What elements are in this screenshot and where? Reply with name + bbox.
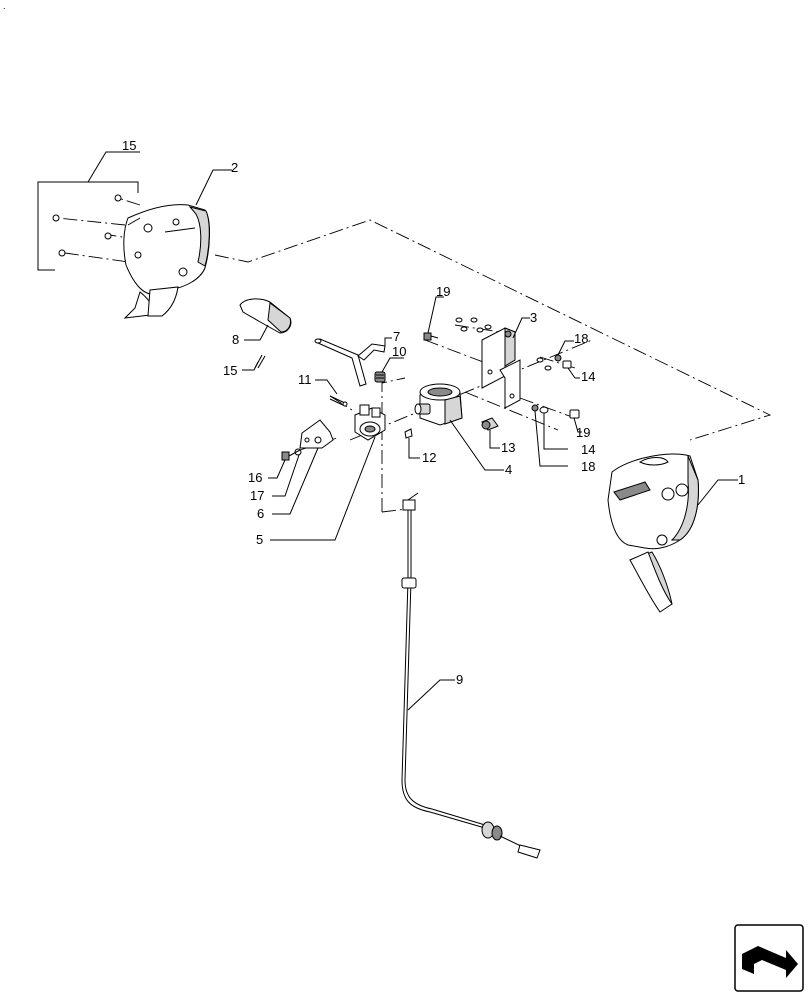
part-8-knob bbox=[239, 298, 292, 334]
callout-15-lower: 15 bbox=[223, 363, 237, 378]
callout-8-leader bbox=[244, 324, 269, 341]
callout-6: 6 bbox=[257, 506, 264, 521]
callout-5: 5 bbox=[256, 532, 263, 547]
hardware-19-top bbox=[423, 317, 492, 341]
callout-10: 10 bbox=[392, 344, 406, 359]
part-3-bracket bbox=[481, 327, 521, 409]
part-9-cable bbox=[401, 492, 541, 859]
callout-9: 9 bbox=[456, 672, 463, 687]
callout-17-leader bbox=[272, 454, 300, 497]
part-1-front-cover bbox=[607, 453, 699, 613]
callout-3-leader bbox=[512, 317, 530, 339]
callout-9-leader bbox=[407, 679, 455, 711]
callout-19-top: 19 bbox=[436, 284, 450, 299]
callout-19-right-leader bbox=[573, 417, 582, 433]
callout-10-leader bbox=[381, 357, 404, 373]
callout-15-lower-leader bbox=[242, 361, 259, 371]
callout-13: 13 bbox=[501, 440, 515, 455]
next-page-arrow-icon[interactable] bbox=[734, 924, 804, 992]
part-6-plate bbox=[299, 419, 334, 449]
callout-11-leader bbox=[315, 379, 338, 395]
callout-2: 2 bbox=[231, 160, 238, 175]
callout-18-top-leader bbox=[557, 340, 574, 356]
part-7-lever-rod bbox=[314, 338, 386, 387]
callout-7-leader bbox=[384, 337, 392, 346]
callout-11: 11 bbox=[298, 372, 312, 387]
callout-4: 4 bbox=[505, 462, 512, 477]
callout-14-right-leader bbox=[543, 413, 568, 450]
callout-14-top: 14 bbox=[581, 369, 595, 384]
callout-6-leader bbox=[272, 447, 319, 515]
callout-19-right: 19 bbox=[576, 425, 590, 440]
part-13-plug bbox=[481, 417, 499, 431]
part-10-spring bbox=[374, 371, 386, 383]
callout-17: 17 bbox=[250, 488, 264, 503]
corner-mark: . bbox=[3, 1, 6, 11]
callout-12: 12 bbox=[422, 450, 436, 465]
part-5-pivot-block bbox=[354, 404, 386, 441]
callout-14-top-leader bbox=[567, 367, 580, 379]
callout-1: 1 bbox=[738, 472, 745, 487]
callout-8: 8 bbox=[232, 332, 239, 347]
assembly-centerlines bbox=[57, 197, 772, 513]
callout-14-right: 14 bbox=[581, 442, 595, 457]
part-12-clip bbox=[404, 428, 413, 439]
callout-18-right: 18 bbox=[581, 459, 595, 474]
callout-16-leader bbox=[268, 459, 286, 479]
callout-15-top: 15 bbox=[122, 138, 136, 153]
screws-15-cover bbox=[52, 194, 122, 257]
callout-16: 16 bbox=[248, 470, 262, 485]
part-4-bearing-housing bbox=[414, 383, 463, 426]
callout-12-leader bbox=[408, 438, 420, 459]
callout-7: 7 bbox=[393, 329, 400, 344]
callout-18-right-leader bbox=[534, 410, 568, 467]
callout-1-leader bbox=[697, 479, 738, 506]
callout-19-top-leader bbox=[427, 296, 444, 334]
callout-4-leader bbox=[449, 419, 504, 471]
part-2-rear-cover bbox=[123, 204, 210, 319]
callout-2-leader bbox=[195, 169, 232, 206]
hardware-right-lower bbox=[531, 404, 580, 419]
callout-13-leader bbox=[489, 430, 500, 449]
part-11-pin bbox=[329, 395, 348, 407]
part-16-17-screw-washer bbox=[281, 448, 302, 461]
callout-15-bracket bbox=[37, 151, 140, 271]
callout-3: 3 bbox=[530, 310, 537, 325]
callout-5-leader bbox=[270, 436, 376, 541]
callout-18-top: 18 bbox=[574, 331, 588, 346]
